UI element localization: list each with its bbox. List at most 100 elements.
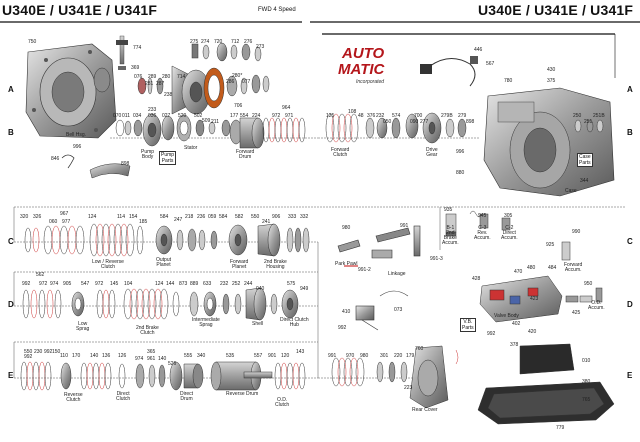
part-340: 340 — [197, 353, 206, 359]
caption-low-reverse-clutch: Low / Reverse Clutch — [92, 259, 124, 270]
caption-b1-accum: B-1 2nd Brake Accum. — [442, 225, 459, 246]
part-220: 220 — [394, 353, 403, 359]
part-143: 143 — [296, 349, 305, 355]
part-470: 470 — [514, 269, 523, 275]
caption-linkage: Linkage — [388, 271, 406, 277]
caption-case: Case — [565, 188, 577, 194]
part-846: 846 — [51, 156, 60, 162]
part-526: 526 — [168, 361, 177, 367]
part-247: 247 — [174, 217, 183, 223]
part-126: 126 — [118, 353, 127, 359]
part-034: 034 — [133, 113, 142, 119]
part-250: 250 — [573, 113, 582, 119]
part-280: 280 — [162, 74, 171, 80]
caption-rear-cover: Rear Cover — [412, 407, 438, 413]
title-left: U340E / U341E / U341F — [2, 2, 158, 18]
part-275: 275 — [190, 39, 199, 45]
part-535: 535 — [226, 353, 235, 359]
automatic-logo: AUTO MATIC Incorporated — [336, 44, 408, 94]
part-376: 376 — [367, 113, 376, 119]
part-326: 326 — [33, 214, 42, 220]
caption-direct-drum: Direct Drum — [180, 391, 194, 402]
part-425: 425 — [572, 310, 581, 316]
part-992e1: 992 — [24, 354, 33, 360]
part-423: 423 — [530, 296, 539, 302]
part-991: 991 — [400, 223, 409, 229]
part-077: 077 — [242, 79, 251, 85]
part-289: 289 — [148, 74, 157, 80]
row-label-e-right: E — [627, 371, 633, 380]
part-898: 898 — [121, 161, 130, 167]
caption-forward-drum: Forward Drum — [236, 149, 255, 160]
part-244: 244 — [244, 281, 253, 287]
part-760: 760 — [415, 346, 424, 352]
part-420: 420 — [528, 329, 537, 335]
part-550e: 550 — [24, 349, 33, 355]
part-780: 780 — [504, 78, 513, 84]
part-241: 241 — [262, 219, 271, 225]
caption-stator: Stator — [184, 145, 198, 151]
part-170: 170 — [72, 353, 81, 359]
part-145: 145 — [110, 281, 119, 287]
part-961: 961 — [147, 356, 156, 362]
part-375: 375 — [547, 78, 556, 84]
part-873: 873 — [179, 281, 188, 287]
caption-park-pawl: Park Pawl — [335, 261, 358, 267]
part-567: 567 — [486, 61, 495, 67]
part-430: 430 — [547, 67, 556, 73]
part-720: 720 — [214, 39, 223, 45]
part-484: 484 — [548, 265, 557, 271]
caption-drive-gear: Drive Gear — [426, 147, 438, 158]
part-706: 706 — [234, 103, 243, 109]
part-365: 365 — [147, 349, 156, 355]
part-880: 880 — [456, 170, 465, 176]
caption-direct-clutch: Direct Clutch — [116, 391, 131, 402]
part-114: 114 — [117, 214, 125, 220]
part-712: 712 — [231, 39, 240, 45]
part-238: 238 — [164, 92, 173, 98]
part-280s: 280* — [232, 73, 243, 79]
row-label-a-right: A — [627, 85, 633, 94]
caption-2nd-brake-clutch: 2nd Brake Clutch — [136, 325, 159, 336]
part-980c: 980 — [342, 225, 351, 231]
part-700: 700 — [414, 113, 423, 119]
part-281: 281 — [145, 81, 154, 87]
part-509: 509 — [202, 118, 211, 124]
part-502: 502 — [194, 113, 203, 119]
part-120: 120 — [281, 353, 290, 359]
part-223: 223 — [404, 385, 413, 391]
part-945: 945 — [478, 213, 487, 219]
part-144: 144 — [166, 281, 175, 287]
caption-forward-clutch: Forward Clutch — [331, 147, 350, 158]
caption-forward-planet: Forward Planet — [230, 259, 249, 270]
row-label-d-right: D — [627, 300, 633, 309]
part-011: 011 — [122, 113, 130, 119]
part-124d: 124 — [155, 281, 164, 287]
part-140: 140 — [90, 353, 99, 359]
caption-direct-clutch-hub: Direct Clutch Hub — [280, 317, 309, 328]
part-060: 060 — [49, 219, 58, 225]
row-label-e-left: E — [8, 371, 14, 380]
part-287: 287 — [156, 81, 165, 87]
caption-reverse-drum: Reverse Drum — [226, 391, 259, 397]
caption-od-accum: O.D. Accum. — [588, 300, 605, 311]
part-177: 177 — [230, 113, 239, 119]
caption-od-clutch: O.D. Clutch — [275, 397, 290, 408]
part-305: 305 — [504, 213, 513, 219]
part-633: 633 — [203, 281, 212, 287]
caption-pump-body: Pump Body — [141, 149, 155, 160]
logo-text-3: Incorporated — [356, 79, 385, 85]
part-276: 276 — [244, 39, 253, 45]
part-104: 104 — [124, 281, 133, 287]
part-027: 027 — [162, 113, 171, 119]
part-889: 889 — [190, 281, 199, 287]
part-480: 480 — [527, 265, 536, 271]
part-990: 990 — [572, 229, 581, 235]
part-575: 575 — [287, 281, 296, 287]
caption-low-sprag: Low Sprag — [76, 321, 90, 332]
part-369: 369 — [131, 65, 140, 71]
part-332: 332 — [300, 214, 309, 220]
part-110: 110 — [60, 353, 68, 359]
part-547: 547 — [81, 281, 90, 287]
part-970: 970 — [346, 353, 355, 359]
